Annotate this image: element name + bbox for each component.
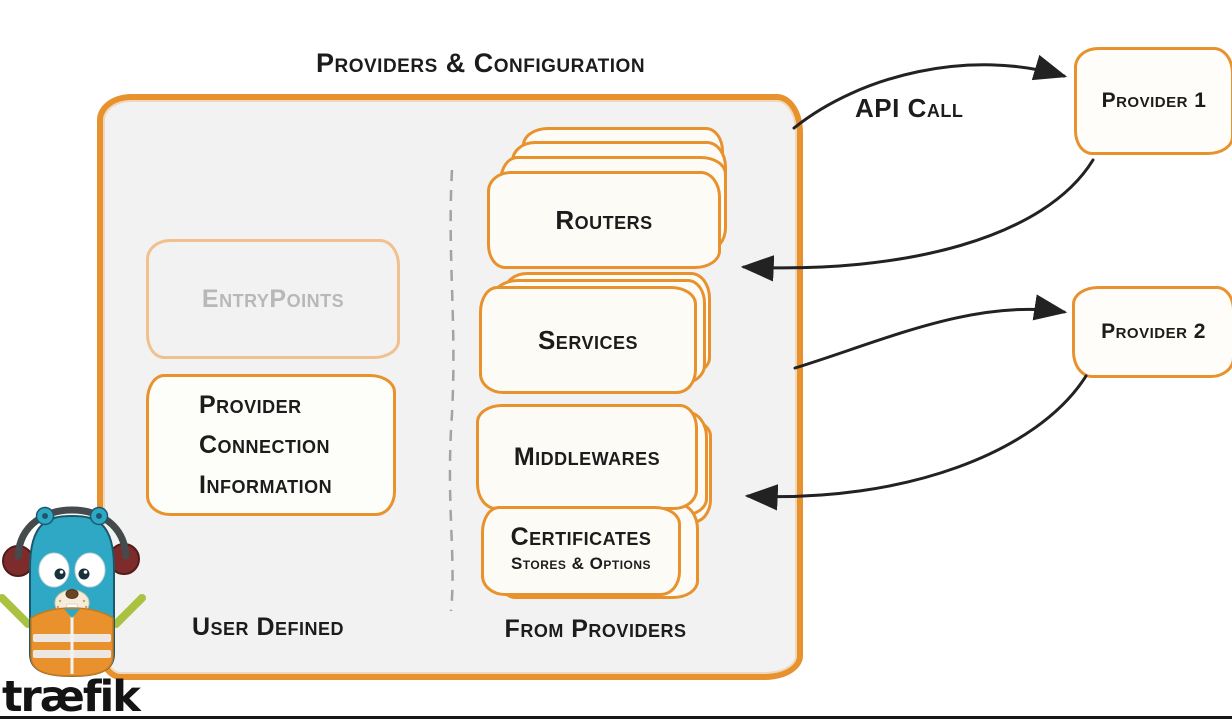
- mascot-arm-left: [0, 594, 32, 628]
- traefik-logo: træfik: [0, 506, 158, 719]
- api-call-label: API Call: [855, 93, 964, 123]
- mascot-pupil-left: [54, 568, 66, 580]
- routers-label: Routers: [555, 204, 653, 235]
- mascot-ear-right-inner: [96, 513, 102, 519]
- certificates-label: Certificates: [510, 523, 652, 551]
- diagram-title: Providers & Configuration: [316, 48, 646, 78]
- mascot-eye-right: [74, 552, 106, 588]
- mascot-whisker-dot: [84, 605, 88, 609]
- traefik-mascot: [0, 506, 146, 678]
- routers-card: Routers: [487, 171, 721, 269]
- mascot-whisker-dot: [58, 599, 62, 603]
- certificates-card: Certificates Stores & Options: [481, 506, 681, 596]
- provider-connection-line-3: Information: [199, 471, 333, 499]
- headphone-band: [14, 506, 130, 560]
- from-providers-label: From Providers: [504, 615, 687, 643]
- certificates-sublabel: Stores & Options: [510, 554, 652, 573]
- entrypoints-box: EntryPoints: [146, 239, 400, 359]
- provider-connection-line-2: Connection: [199, 431, 331, 459]
- entrypoints-label: EntryPoints: [201, 284, 345, 313]
- mascot-whisker-dot: [82, 599, 86, 603]
- mascot-glint-right: [83, 570, 88, 574]
- provider-2-label: Provider 2: [1101, 320, 1206, 343]
- mascot-whisker-dot: [56, 605, 60, 609]
- services-label: Services: [537, 324, 639, 355]
- user-defined-label: User Defined: [191, 613, 345, 641]
- provider-connection-box: Provider Connection Information: [146, 374, 396, 516]
- mascot-glint-left: [59, 570, 64, 574]
- mascot-pupil-right: [78, 568, 90, 580]
- mascot-nose: [65, 589, 79, 599]
- services-card: Services: [479, 286, 697, 394]
- mascot-arm-right: [112, 594, 146, 628]
- provider-1-box: Provider 1: [1074, 47, 1232, 155]
- provider-connection-line-1: Provider: [199, 391, 302, 419]
- config-to-provider2-arrow: [793, 294, 1068, 370]
- provider-2-box: Provider 2: [1072, 286, 1232, 378]
- mascot-eye-left: [38, 552, 70, 588]
- traefik-logo-text: træfik: [2, 672, 141, 719]
- middlewares-label: Middlewares: [513, 442, 661, 471]
- vest-collar: [64, 609, 80, 618]
- provider-1-label: Provider 1: [1101, 89, 1207, 112]
- middlewares-card: Middlewares: [476, 404, 698, 510]
- bottom-border-line: [0, 716, 1232, 719]
- mascot-ear-left-inner: [42, 513, 48, 519]
